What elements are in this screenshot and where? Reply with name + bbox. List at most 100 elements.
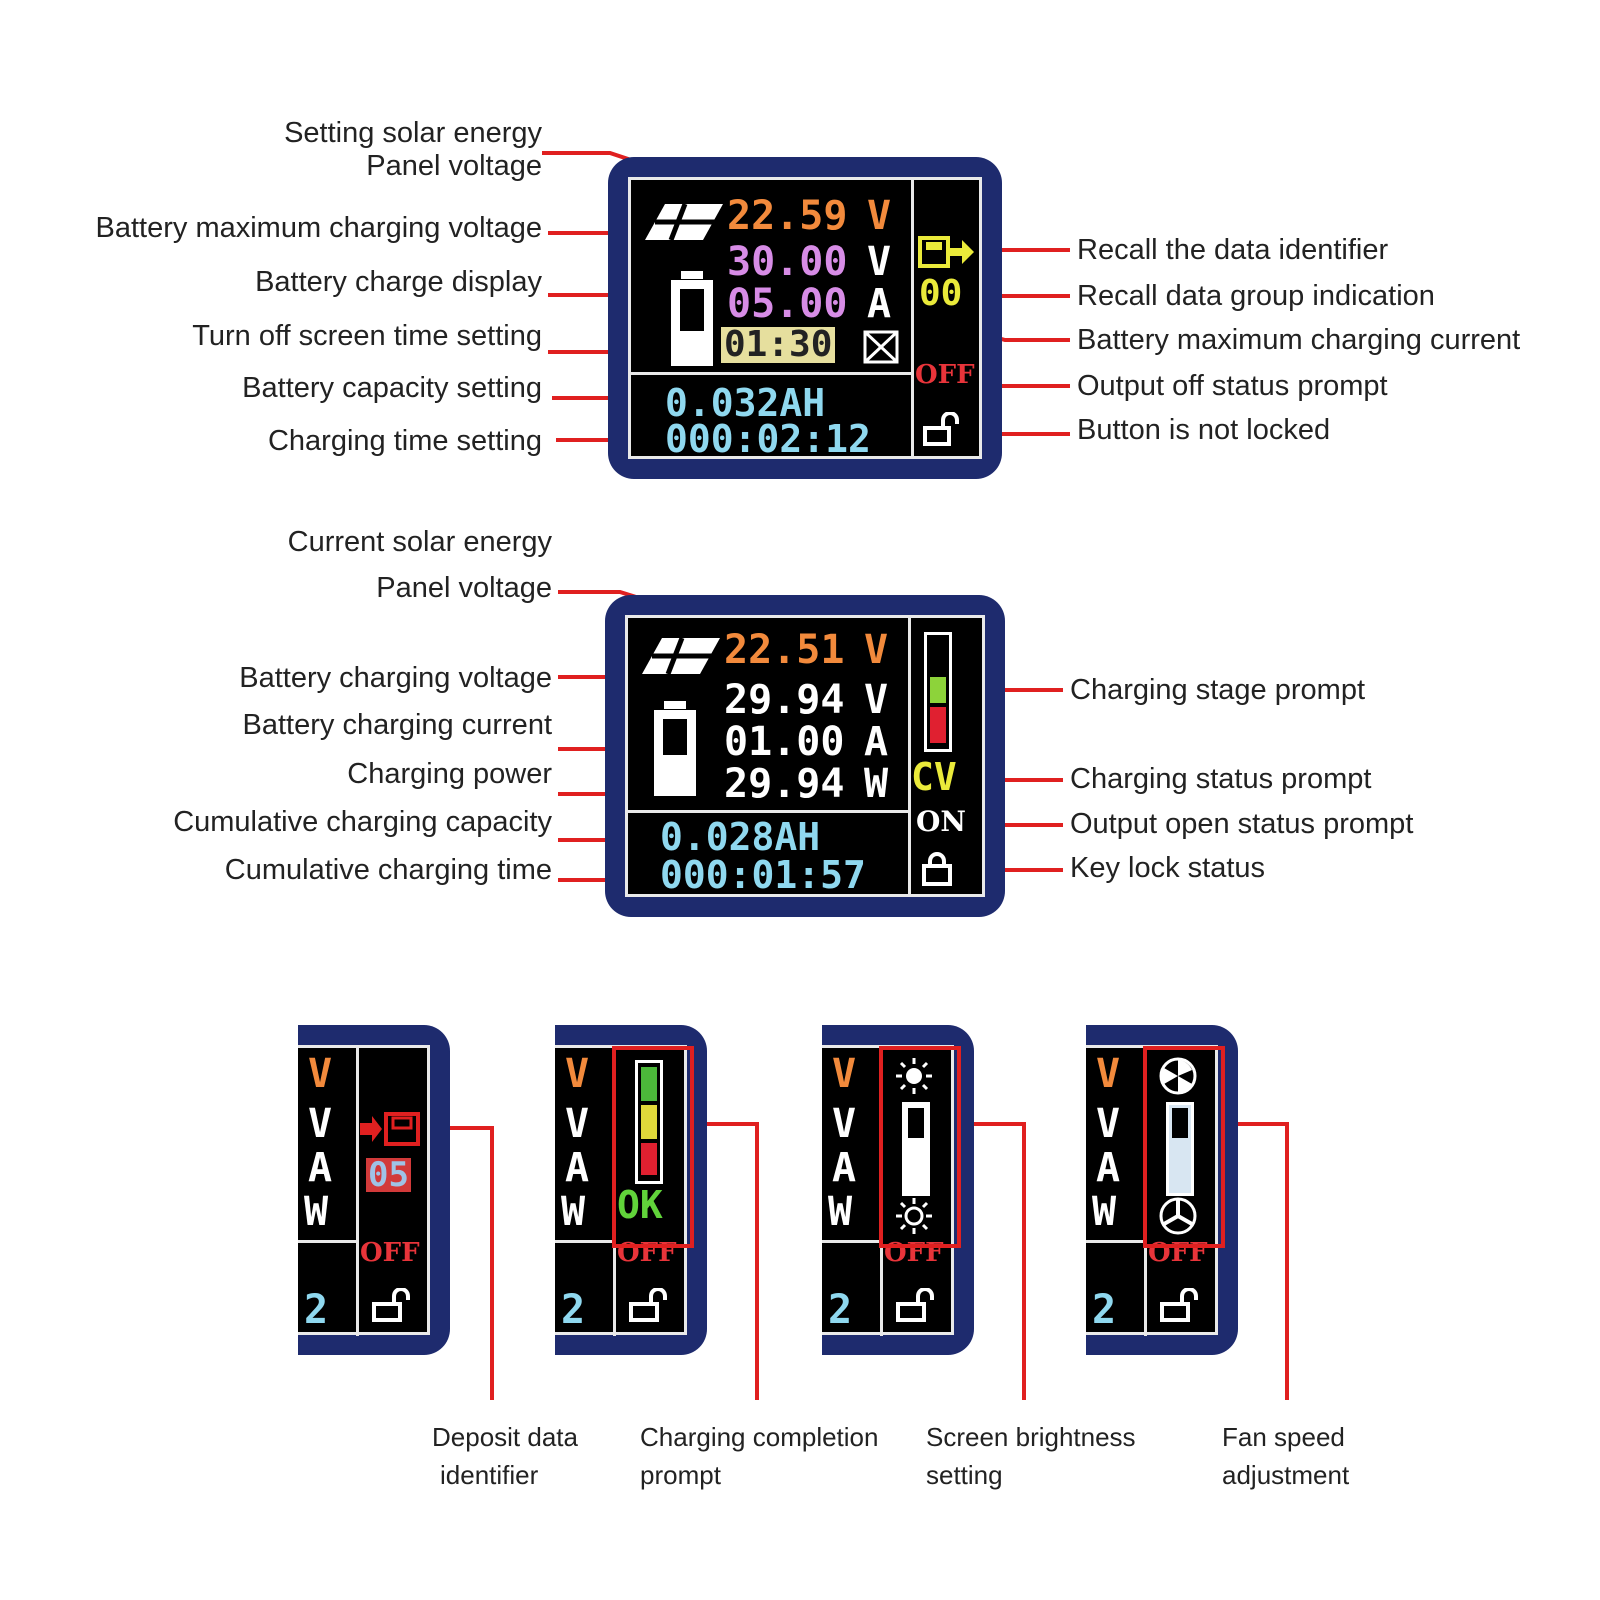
max-current-unit: A — [867, 281, 892, 327]
unit-label: V — [565, 1101, 590, 1147]
leader-line — [966, 1122, 1026, 1400]
label-panel-voltage-1: Panel voltage — [366, 150, 542, 182]
max-voltage-unit: V — [867, 239, 892, 285]
unlocked-icon — [896, 1288, 934, 1322]
charging-current-unit: A — [864, 719, 889, 765]
unit-label: A — [1096, 1145, 1121, 1191]
unit-label: W — [304, 1189, 329, 1235]
label-charging-status: Charging status prompt — [1070, 763, 1372, 795]
solar-voltage-unit: V — [864, 627, 889, 673]
unlocked-icon — [629, 1288, 667, 1322]
label-cumulative-capacity: Cumulative charging capacity — [173, 806, 552, 838]
leader-line — [1222, 1122, 1289, 1400]
output-status: OFF — [915, 360, 975, 390]
unit-label: W — [828, 1189, 853, 1235]
caption-completion: Charging completion prompt — [640, 1422, 879, 1490]
label-recall-identifier: Recall the data identifier — [1077, 234, 1389, 266]
battery-icon — [671, 271, 713, 366]
solar-panel-icon — [642, 638, 720, 674]
cumulative-capacity-value: 0.028AH — [660, 815, 821, 859]
lcd-panel: 22.59 V 30.00 V 05.00 A 01:30 0.032AH 00… — [628, 177, 982, 459]
cumulative-time-value: 000:01:57 — [660, 853, 866, 897]
label-not-locked: Button is not locked — [1077, 414, 1331, 446]
label-output-off: Output off status prompt — [1077, 370, 1388, 402]
max-current-value: 05.00 — [727, 281, 848, 327]
solar-panel-icon — [645, 204, 723, 240]
unit-label: W — [561, 1189, 586, 1235]
lcd-panel: 22.51 V 29.94 V 01.00 A 29.94 W 0.028AH … — [625, 615, 985, 897]
unit-label: V — [1096, 1051, 1121, 1097]
charging-power-value: 29.94 — [724, 761, 845, 807]
label-max-charging-voltage: Battery maximum charging voltage — [95, 212, 542, 244]
label-setting-solar: Setting solar energy — [284, 117, 542, 149]
solar-voltage-unit: V — [867, 193, 892, 239]
caption-brightness: Screen brightness setting — [926, 1422, 1136, 1490]
battery-icon — [654, 701, 696, 796]
label-key-lock: Key lock status — [1070, 852, 1266, 884]
mini-screen-brightness: V V A W 2 OFF — [822, 1025, 974, 1355]
unit-label: V — [308, 1101, 333, 1147]
brightness-slider — [902, 1102, 930, 1196]
partial-digit: 2 — [1092, 1287, 1117, 1333]
highlight-box — [1143, 1046, 1225, 1248]
output-status: OFF — [360, 1238, 420, 1268]
capacity-value: 0.032AH — [665, 381, 826, 425]
caption-deposit: Deposit data identifier — [432, 1422, 578, 1490]
deposit-group-value: 05 — [366, 1155, 411, 1195]
label-time-setting: Charging time setting — [267, 425, 542, 457]
leader-line — [702, 1122, 759, 1400]
mini-screen-deposit: V V A W 2 05 OFF — [298, 1025, 450, 1355]
unlocked-icon — [372, 1288, 410, 1322]
charging-mode: CV — [911, 755, 957, 799]
label-cumulative-time: Cumulative charging time — [224, 854, 552, 886]
caption-fan: Fan speed adjustment — [1222, 1422, 1350, 1490]
unit-label: V — [1096, 1101, 1121, 1147]
fan-speed-slider — [1166, 1102, 1194, 1196]
label-recall-group: Recall data group indication — [1077, 280, 1435, 312]
unit-label: V — [832, 1101, 857, 1147]
charging-power-unit: W — [864, 761, 889, 807]
fan-fast-icon — [1159, 1057, 1197, 1095]
partial-digit: 2 — [304, 1287, 329, 1333]
screen-off-icon — [863, 330, 899, 364]
label-output-open: Output open status prompt — [1070, 808, 1414, 840]
output-status: ON — [916, 805, 966, 838]
highlight-box — [879, 1046, 961, 1248]
unit-label: A — [832, 1145, 857, 1191]
charging-voltage-unit: V — [864, 677, 889, 723]
unit-label: V — [308, 1051, 333, 1097]
display-screen-charging: 22.51 V 29.94 V 01.00 A 29.94 W 0.028AH … — [605, 595, 1005, 917]
label-charging-current: Battery charging current — [242, 709, 552, 741]
label-panel-voltage-2: Panel voltage — [376, 572, 552, 604]
solar-voltage-value: 22.51 — [724, 627, 845, 673]
label-charging-stage: Charging stage prompt — [1070, 674, 1365, 706]
unit-label: A — [565, 1145, 590, 1191]
max-voltage-value: 30.00 — [727, 239, 848, 285]
label-capacity-setting: Battery capacity setting — [242, 372, 542, 404]
unlocked-icon — [1160, 1288, 1198, 1322]
unit-label: V — [832, 1051, 857, 1097]
unlocked-icon — [923, 412, 959, 446]
recall-group-value: 00 — [919, 273, 963, 314]
partial-digit: 2 — [561, 1287, 586, 1333]
charging-voltage-value: 29.94 — [724, 677, 845, 723]
brightness-up-icon — [896, 1058, 932, 1094]
time-value: 000:02:12 — [665, 417, 871, 461]
label-charging-power: Charging power — [347, 758, 552, 790]
label-screen-off-time: Turn off screen time setting — [192, 320, 542, 352]
fan-slow-icon — [1159, 1197, 1197, 1235]
unit-label: V — [565, 1051, 590, 1097]
charge-complete-ok: OK — [617, 1183, 663, 1227]
full-battery-bar — [635, 1060, 663, 1184]
unit-label: W — [1092, 1189, 1117, 1235]
locked-icon — [922, 852, 952, 886]
label-charging-voltage: Battery charging voltage — [239, 662, 552, 694]
recall-data-icon — [918, 236, 974, 268]
label-max-charging-current: Battery maximum charging current — [1077, 324, 1521, 356]
highlight-box — [612, 1046, 694, 1248]
unit-label: A — [308, 1145, 333, 1191]
partial-digit: 2 — [828, 1287, 853, 1333]
charging-current-value: 01.00 — [724, 719, 845, 765]
brightness-down-icon — [896, 1198, 932, 1234]
deposit-data-icon — [360, 1112, 420, 1146]
